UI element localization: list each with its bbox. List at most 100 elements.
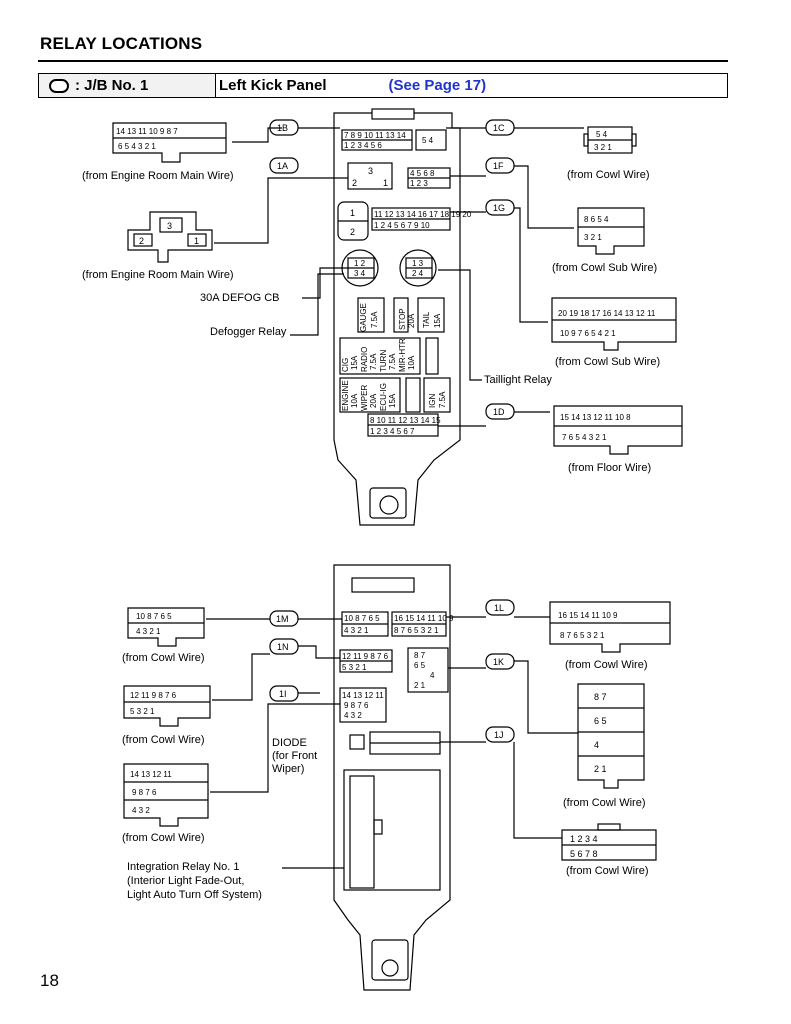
connector-1i-r1: 14 13 12 11: [130, 770, 172, 779]
tag-1c: 1C: [485, 119, 515, 136]
jb-slot-1k-r4: 2 1: [414, 681, 426, 690]
tag-1k: 1K: [485, 653, 515, 670]
location-cell: Left Kick Panel (See Page 17): [215, 74, 727, 97]
tag-1j-text: 1J: [494, 730, 504, 740]
tag-1d: 1D: [485, 403, 515, 420]
jb-slot-1a: 3 2 1: [347, 162, 393, 190]
label-defog-cb: 30A DEFOG CB: [200, 292, 279, 304]
connector-1d: 15 14 13 12 11 10 8 7 6 5 4 3 2 1: [553, 405, 683, 455]
caption-cowl-1c: (from Cowl Wire): [567, 169, 650, 181]
tag-1k-text: 1K: [493, 657, 504, 667]
connector-1j-top: 1 2 3 4: [570, 834, 598, 844]
connector-1j: 1 2 3 4 5 6 7 8: [561, 823, 657, 861]
connector-1a-right: 1: [194, 236, 199, 246]
fuse-gauge: GAUGE: [359, 303, 368, 332]
connector-1g-bot: 10 9 7 6 5 4 2 1: [560, 329, 616, 338]
fuse-tail-amp: 15A: [433, 313, 442, 328]
fuse-ign: IGN: [428, 394, 437, 408]
fuse-wiper-amp: 20A: [369, 393, 378, 408]
label-integration-1: Integration Relay No. 1: [127, 861, 240, 873]
tag-1c-text: 1C: [493, 123, 505, 133]
jb-slot-1i-r2: 9 8 7 6: [344, 701, 369, 710]
connector-1g-top: 20 19 18 17 16 14 13 12 11: [558, 309, 656, 318]
jb-slot-1m-bot: 4 3 2 1: [344, 626, 369, 635]
connector-1a-top: 3: [167, 221, 172, 231]
tag-1f-text: 1F: [493, 161, 504, 171]
taillight-relay-top: 1 3: [412, 259, 424, 268]
jb-slot-1g-top: 11 12 13 14 16 17 18 19 20: [374, 210, 472, 219]
jb-slot-1f-top: 4 5 6 8: [410, 169, 435, 178]
fuse-mirhtr: MIR-HTR: [398, 338, 407, 372]
page-title: RELAY LOCATIONS: [40, 34, 203, 53]
jb-slot-1d-top: 8 10 11 12 13 14 15: [370, 416, 441, 425]
jb-header-cell: : J/B No. 1: [39, 74, 216, 97]
leader-lines-lower: [206, 616, 578, 869]
label-diode-1: DIODE: [272, 737, 307, 749]
connector-1k-r2: 6 5: [594, 716, 607, 726]
fuse-mirhtr-amp: 10A: [407, 355, 416, 370]
connector-1g: 20 19 18 17 16 14 13 12 11 10 9 7 6 5 4 …: [551, 297, 677, 351]
connector-1k-r3: 4: [594, 740, 599, 750]
jb-slot-1n: 12 11 9 8 7 6 5 3 2 1: [339, 649, 393, 673]
connector-1a-left: 2: [139, 236, 144, 246]
connector-1a: 3 2 1: [127, 211, 213, 263]
connector-1c-bot: 3 2 1: [594, 143, 612, 152]
caption-cowl-sub-1g: (from Cowl Sub Wire): [552, 262, 657, 274]
fuse-wiper: WIPER: [360, 385, 369, 411]
jb-slot-1l: 16 15 14 11 10 9 8 7 6 5 3 2 1: [391, 611, 454, 637]
leader-lines-upper-right: [438, 127, 584, 427]
fuse-ecuig-amp: 15A: [388, 393, 397, 408]
connector-1f-bot: 3 2 1: [584, 233, 602, 242]
fuse-row-3: ENGINE 10A WIPER 20A ECU-IG 15A IGN 7.5A: [339, 377, 451, 413]
tag-1g: 1G: [485, 199, 515, 216]
tag-1b: 1B: [269, 119, 299, 136]
tag-1a: 1A: [269, 157, 299, 174]
connector-1i: 14 13 12 11 9 8 7 6 4 3 2: [123, 763, 209, 827]
connector-1k-r4: 2 1: [594, 764, 607, 774]
jb-slot-1i-r3: 4 3 2: [344, 711, 362, 720]
connector-1l-top: 16 15 14 11 10 9: [558, 611, 618, 620]
fuse-stop-amp: 20A: [407, 313, 416, 328]
connector-1k-r1: 8 7: [594, 692, 607, 702]
jb-slot-1a-right: 1: [383, 178, 388, 188]
fuse-turn: TURN: [379, 350, 388, 372]
fuse-engine-amp: 10A: [350, 393, 359, 408]
caption-cowl-1m: (from Cowl Wire): [122, 652, 205, 664]
cb-pin-2: 2: [350, 227, 355, 237]
connector-1j-bot: 5 6 7 8: [570, 849, 598, 859]
see-page-link[interactable]: (See Page 17): [388, 77, 487, 94]
leader-lines-upper-left: [214, 127, 348, 336]
tag-1g-text: 1G: [493, 203, 505, 213]
jb-slot-1b: 7 8 9 10 11 13 14 1 2 3 4 5 6 5 4: [341, 129, 447, 151]
jb-slot-1m: 10 8 7 6 5 4 3 2 1: [341, 611, 389, 637]
fuse-turn-amp: 7.5A: [388, 353, 397, 370]
label-diode-3: Wiper): [272, 763, 304, 775]
defogger-relay-top: 1 2: [354, 259, 366, 268]
connector-1c-top: 5 4: [596, 130, 608, 139]
fuse-row-2: CIG 15A RADIO 7.5A TURN 7.5A MIR-HTR 10A: [339, 337, 439, 375]
caption-engine-room-main-2: (from Engine Room Main Wire): [82, 269, 234, 281]
tag-1n: 1N: [269, 638, 299, 655]
jb-slot-1l-bot: 8 7 6 5 3 2 1: [394, 626, 439, 635]
connector-1m: 10 8 7 6 5 4 3 2 1: [127, 607, 205, 647]
label-defogger-relay: Defogger Relay: [210, 326, 287, 338]
tag-1l: 1L: [485, 599, 515, 616]
connector-1n-top: 12 11 9 8 7 6: [130, 691, 177, 700]
caption-engine-room-main-1: (from Engine Room Main Wire): [82, 170, 234, 182]
connector-1f-top: 8 6 5 4: [584, 215, 609, 224]
jb-slot-1g: 11 12 13 14 16 17 18 19 20 1 2 4 5 6 7 9…: [371, 207, 472, 231]
fuse-ecuig: ECU-IG: [379, 383, 388, 411]
jb-slot-1g-bot: 1 2 4 5 6 7 9 10: [374, 221, 430, 230]
page-number: 18: [40, 971, 59, 990]
tag-1m-text: 1M: [276, 614, 289, 624]
caption-cowl-1i: (from Cowl Wire): [122, 832, 205, 844]
tag-1j: 1J: [485, 726, 515, 743]
jb-slot-1k-r3: 4: [430, 671, 435, 680]
fuse-radio-amp: 7.5A: [369, 353, 378, 370]
jb-slot-1f: 4 5 6 8 1 2 3: [407, 167, 451, 189]
connector-1b-bot: 6 5 4 3 2 1: [118, 142, 156, 151]
tag-1f: 1F: [485, 157, 515, 174]
tag-1i-text: 1I: [279, 689, 287, 699]
